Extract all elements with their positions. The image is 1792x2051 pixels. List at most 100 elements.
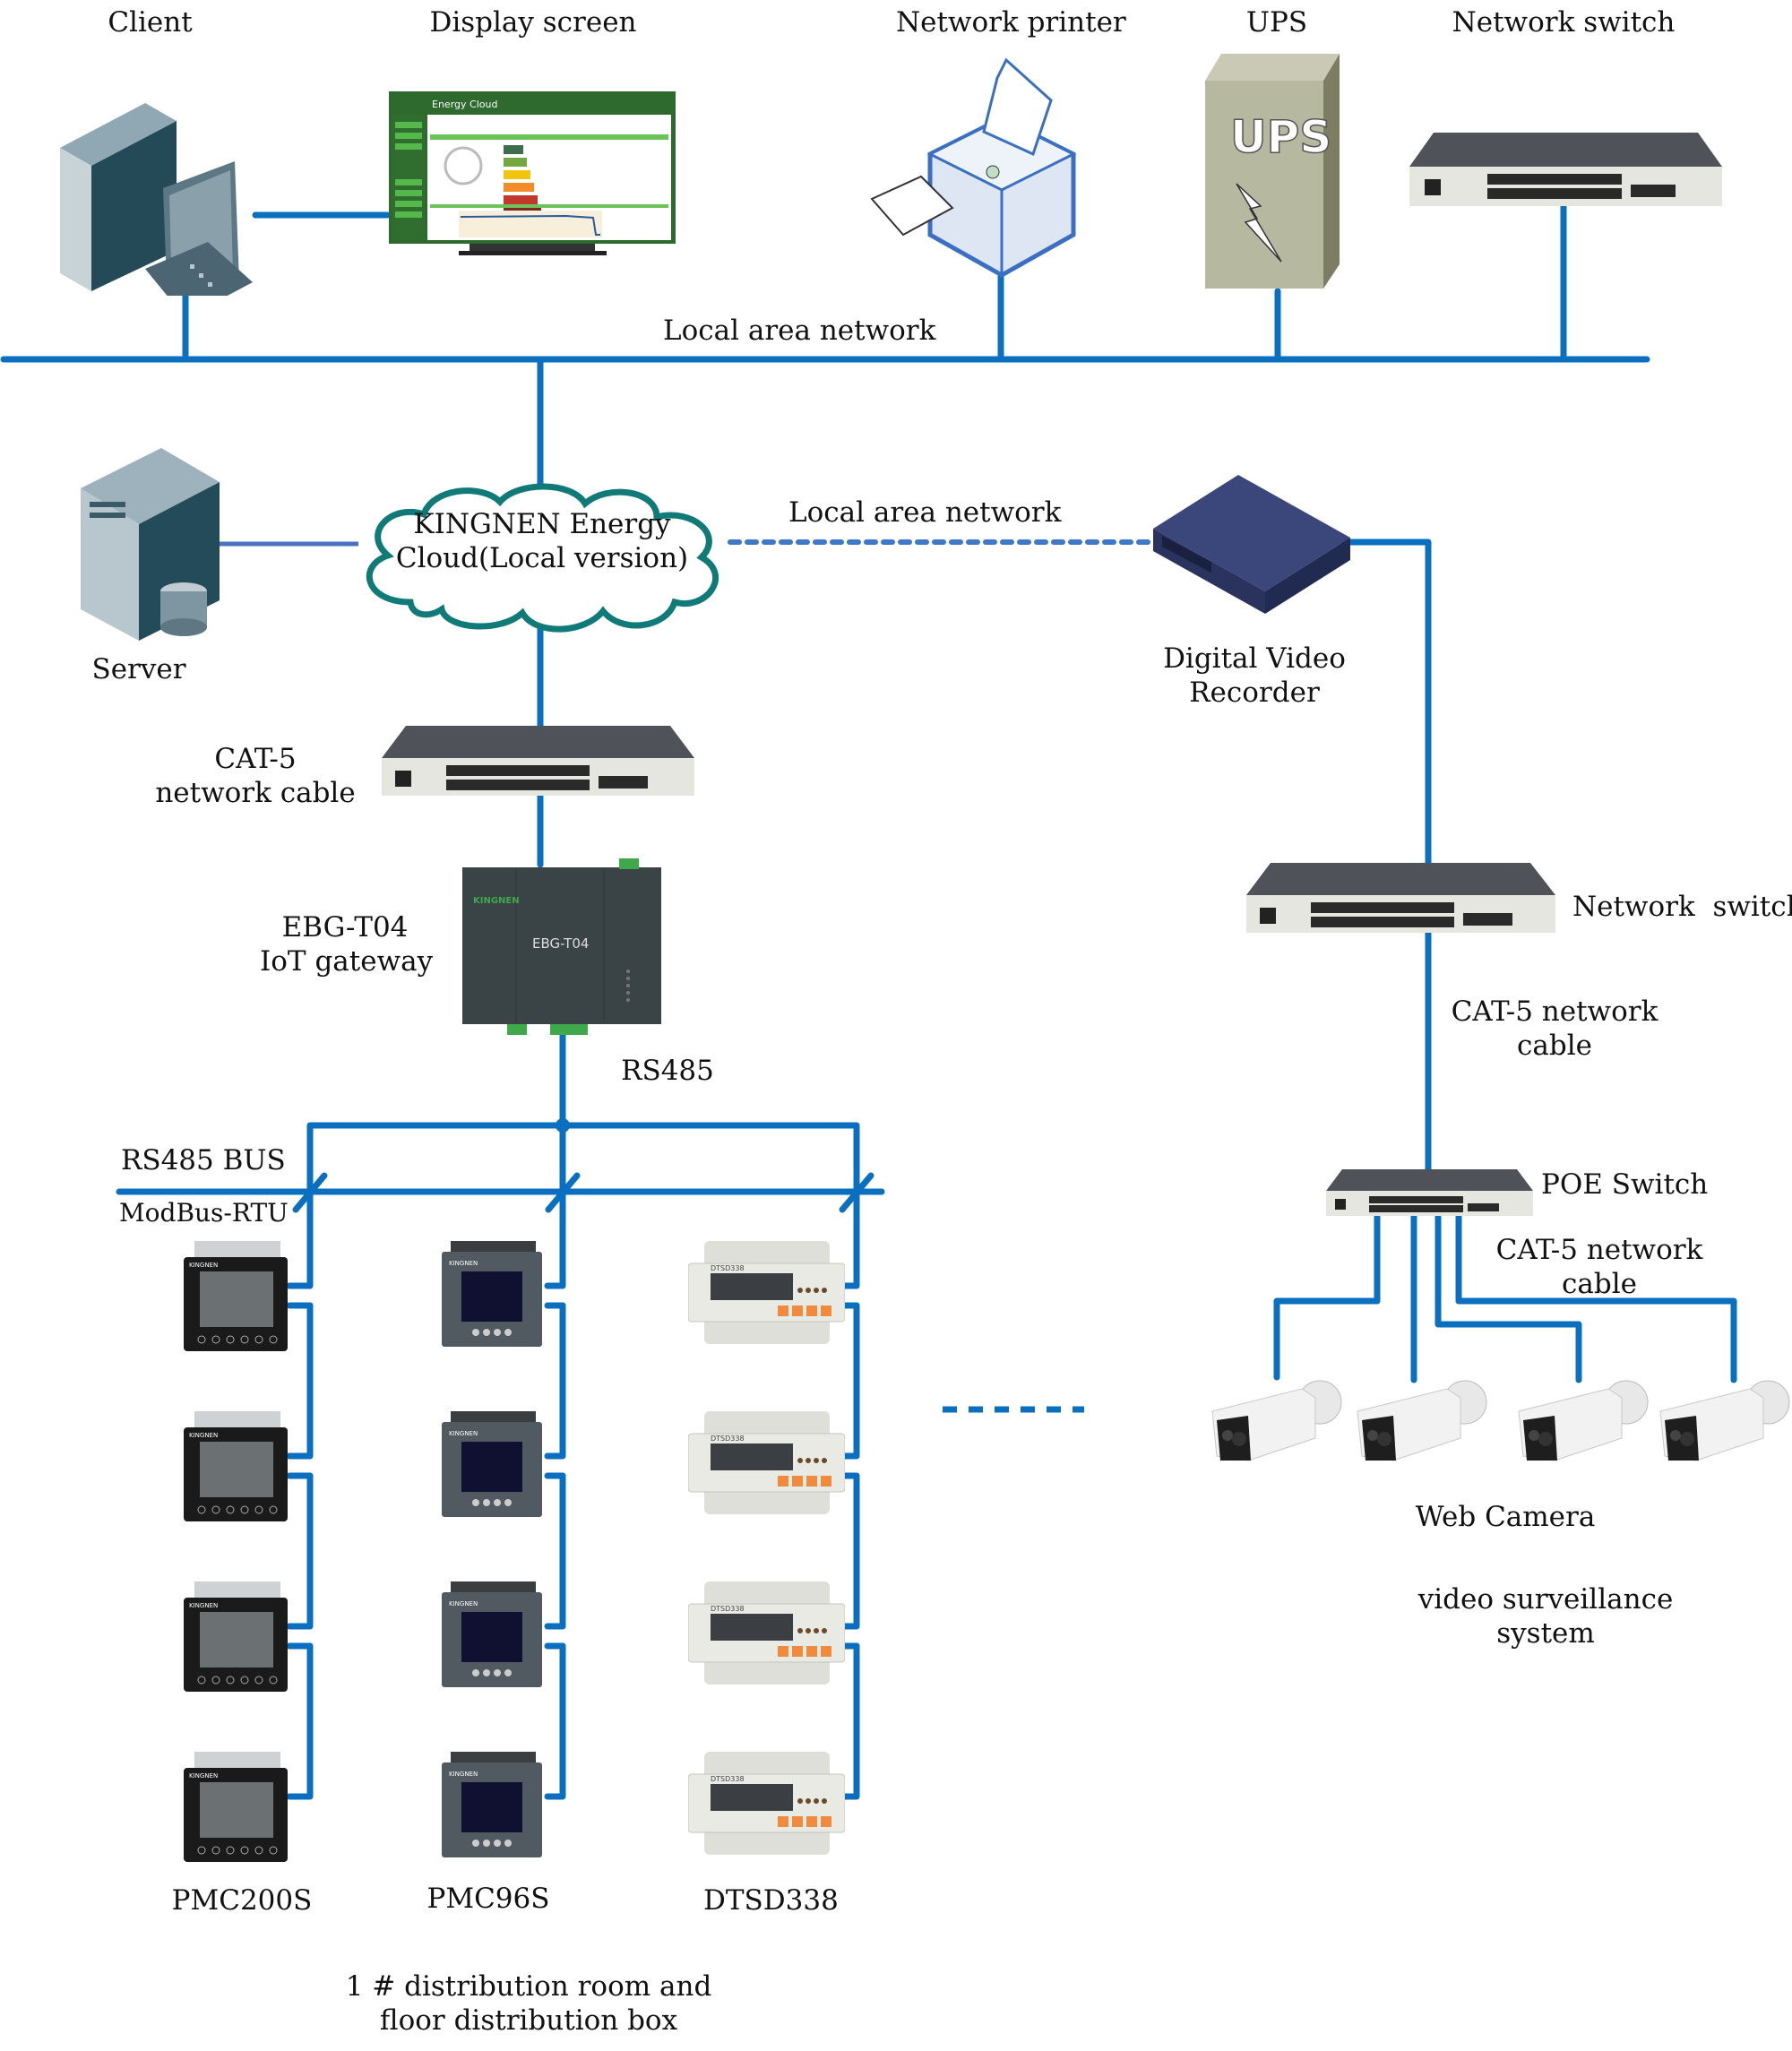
power-meter-icon: KINGNEN bbox=[442, 1241, 542, 1347]
display-screen-label: Display screen bbox=[429, 6, 637, 39]
video-system-label-line2: system bbox=[1496, 1617, 1595, 1650]
bus-drop-wire bbox=[286, 1188, 314, 1289]
camera-icon bbox=[1211, 1380, 1342, 1461]
dvr-icon bbox=[1153, 475, 1350, 614]
svg-text:DTSD338: DTSD338 bbox=[711, 1435, 745, 1443]
svg-text:KINGNEN: KINGNEN bbox=[449, 1600, 478, 1607]
power-meter-icon: KINGNEN bbox=[184, 1241, 288, 1351]
meter-pmc200s[interactable]: KINGNEN bbox=[184, 1241, 291, 1353]
power-meter-icon: KINGNEN bbox=[442, 1581, 542, 1687]
poe-cat5-label-line2: cable bbox=[1562, 1268, 1637, 1300]
meter-dtsd338[interactable]: DTSD338 bbox=[688, 1581, 845, 1685]
gateway-label-line2: IoT gateway bbox=[260, 945, 434, 978]
ups[interactable]: UPS bbox=[1205, 54, 1348, 291]
power-meter-icon: KINGNEN bbox=[442, 1752, 542, 1857]
poe-switch[interactable] bbox=[1324, 1169, 1535, 1219]
meter-pmc96s[interactable]: KINGNEN bbox=[442, 1581, 545, 1689]
svg-text:DTSD338: DTSD338 bbox=[711, 1775, 745, 1783]
bus-drop-wire bbox=[286, 1472, 314, 1630]
dvr-label-line2: Recorder bbox=[1189, 676, 1320, 709]
meter-pmc200s[interactable]: KINGNEN bbox=[184, 1581, 291, 1693]
area-label-line2: floor distribution box bbox=[379, 2004, 678, 2037]
energy-cloud[interactable] bbox=[348, 477, 738, 638]
svg-text:KINGNEN: KINGNEN bbox=[189, 1602, 218, 1609]
gateway-model: EBG-T04 bbox=[532, 935, 589, 952]
cloud-icon bbox=[366, 483, 719, 633]
web-camera[interactable] bbox=[1514, 1371, 1653, 1474]
gateway-label-line1: EBG-T04 bbox=[281, 911, 409, 944]
camera-icon bbox=[1659, 1380, 1790, 1461]
poe-switch-label: POE Switch bbox=[1541, 1168, 1709, 1201]
server-icon bbox=[81, 448, 220, 641]
desktop-computer-icon bbox=[60, 103, 253, 296]
screen-title: Energy Cloud bbox=[432, 99, 497, 110]
energy-meter-icon: DTSD338 bbox=[688, 1241, 845, 1344]
power-meter-icon: KINGNEN bbox=[184, 1752, 288, 1862]
display-screen-icon: Energy Cloud bbox=[389, 91, 676, 255]
energy-meter-icon: DTSD338 bbox=[688, 1411, 845, 1514]
meter-pmc200s[interactable]: KINGNEN bbox=[184, 1752, 291, 1864]
column-label-pmc96s: PMC96S bbox=[426, 1883, 550, 1915]
bus-drop-wire bbox=[544, 1642, 566, 1800]
digital-video-recorder[interactable] bbox=[1149, 475, 1350, 618]
energy-meter-icon: DTSD338 bbox=[688, 1752, 845, 1855]
meter-pmc96s[interactable]: KINGNEN bbox=[442, 1752, 545, 1859]
dashed-lan-label: Local area network bbox=[788, 496, 1062, 529]
gateway-icon: KINGNEN EBG-T04 bbox=[462, 858, 661, 1035]
web-camera[interactable] bbox=[1656, 1371, 1792, 1474]
bus-drop-wire bbox=[544, 1188, 566, 1289]
column-label-dtsd338: DTSD338 bbox=[703, 1884, 839, 1917]
cloud-label-line2: Cloud(Local version) bbox=[395, 542, 689, 574]
meter-pmc200s[interactable]: KINGNEN bbox=[184, 1411, 291, 1523]
meter-dtsd338[interactable]: DTSD338 bbox=[688, 1411, 845, 1514]
rs485-label: RS485 bbox=[621, 1055, 714, 1087]
video-cat5-label-line1: CAT-5 network bbox=[1451, 995, 1658, 1028]
network-switch-video[interactable] bbox=[1244, 863, 1557, 935]
meter-pmc96s[interactable]: KINGNEN bbox=[442, 1241, 545, 1349]
printer-icon bbox=[870, 57, 1077, 278]
bus-drop-wire bbox=[544, 1302, 566, 1460]
display-screen[interactable]: Energy Cloud bbox=[387, 90, 678, 269]
gateway-brand: KINGNEN bbox=[473, 896, 520, 906]
network-switch-core[interactable] bbox=[379, 726, 697, 797]
svg-text:DTSD338: DTSD338 bbox=[711, 1264, 745, 1272]
cat5-label-line1: CAT-5 bbox=[214, 743, 297, 775]
power-meter-icon: KINGNEN bbox=[184, 1411, 288, 1521]
svg-text:DTSD338: DTSD338 bbox=[711, 1605, 745, 1613]
lan-label: Local area network bbox=[663, 315, 936, 347]
meter-dtsd338[interactable]: DTSD338 bbox=[688, 1241, 845, 1344]
server[interactable] bbox=[81, 448, 224, 641]
wire-dvr-switch bbox=[1340, 539, 1432, 873]
video-system-label-line1: video surveillance bbox=[1417, 1583, 1674, 1616]
network-printer-label: Network printer bbox=[896, 6, 1126, 39]
network-printer[interactable] bbox=[867, 56, 1100, 280]
rs485-bus-top bbox=[306, 1122, 860, 1195]
energy-meter-icon: DTSD338 bbox=[688, 1581, 845, 1685]
svg-text:KINGNEN: KINGNEN bbox=[189, 1262, 218, 1269]
bus-drop-wire bbox=[841, 1302, 860, 1460]
cat5-label-line2: network cable bbox=[155, 777, 356, 809]
power-meter-icon: KINGNEN bbox=[442, 1411, 542, 1517]
network-switch-top[interactable] bbox=[1407, 133, 1725, 209]
poe-switch-icon bbox=[1326, 1169, 1533, 1216]
svg-text:KINGNEN: KINGNEN bbox=[449, 1771, 478, 1778]
meter-pmc96s[interactable]: KINGNEN bbox=[442, 1411, 545, 1519]
network-switch-icon bbox=[1409, 133, 1722, 206]
network-switch-icon bbox=[382, 726, 694, 796]
bus-drop-wire bbox=[286, 1302, 314, 1460]
iot-gateway[interactable]: KINGNEN EBG-T04 bbox=[462, 858, 664, 1038]
bus-drop-wire bbox=[544, 1472, 566, 1630]
modbus-label: ModBus-RTU bbox=[119, 1198, 289, 1228]
poe-cat5-label-line1: CAT-5 network bbox=[1495, 1234, 1703, 1266]
web-camera[interactable] bbox=[1353, 1371, 1492, 1474]
web-camera[interactable] bbox=[1208, 1371, 1347, 1474]
meter-dtsd338[interactable]: DTSD338 bbox=[688, 1752, 845, 1855]
client-computer[interactable] bbox=[56, 99, 262, 296]
network-switch-icon bbox=[1246, 863, 1555, 933]
svg-text:KINGNEN: KINGNEN bbox=[449, 1260, 478, 1267]
rs485-bus-label: RS485 BUS bbox=[121, 1144, 286, 1176]
server-label: Server bbox=[91, 653, 186, 685]
bus-drop-wire bbox=[286, 1642, 314, 1800]
bus-drop-wire bbox=[841, 1472, 860, 1630]
